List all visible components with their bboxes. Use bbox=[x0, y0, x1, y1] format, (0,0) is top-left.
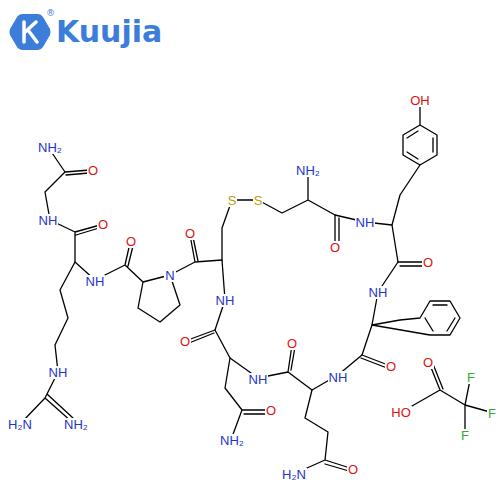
atom-label: O bbox=[265, 404, 277, 417]
atom-label: NH bbox=[248, 373, 269, 386]
registered-mark: ® bbox=[46, 9, 55, 18]
atom-label: O bbox=[422, 356, 434, 369]
atom-label: HO bbox=[390, 406, 412, 419]
atom-label: O bbox=[87, 164, 99, 177]
atom-label: NH bbox=[48, 366, 69, 379]
atom-label: NH₂ bbox=[63, 418, 89, 431]
atom-label: O bbox=[125, 235, 137, 248]
atom-label: NH₂ bbox=[295, 164, 321, 177]
atom-label: F bbox=[460, 429, 470, 442]
atom-label: H₂N bbox=[7, 418, 33, 431]
atom-label: S bbox=[253, 194, 264, 207]
atom-label: O bbox=[385, 360, 397, 373]
atom-label: O bbox=[97, 218, 109, 231]
atom-label: O bbox=[329, 241, 341, 254]
atom-label: O bbox=[179, 335, 191, 348]
atom-label: O bbox=[347, 463, 359, 476]
atom-label: S bbox=[227, 194, 238, 207]
atom-label: O bbox=[422, 256, 434, 269]
atom-label: F bbox=[487, 407, 497, 420]
atom-label: O bbox=[184, 227, 196, 240]
atom-label: F bbox=[466, 371, 476, 384]
bond-lines bbox=[22, 100, 490, 472]
atom-label: NH bbox=[38, 214, 59, 227]
atom-label: NH bbox=[368, 286, 389, 299]
atom-label: NH bbox=[355, 216, 376, 229]
atom-label: NH bbox=[328, 371, 349, 384]
atom-label: OH bbox=[409, 94, 431, 107]
logo-icon bbox=[10, 14, 51, 50]
brand-name: Kuujia bbox=[56, 17, 162, 47]
atom-label: O bbox=[286, 337, 298, 350]
atom-label: NH₂ bbox=[37, 141, 63, 154]
atom-label: H₂N bbox=[281, 468, 307, 481]
atom-label: NH₂ bbox=[219, 434, 245, 447]
atom-label: NH bbox=[85, 275, 106, 288]
atom-label: NH bbox=[215, 294, 236, 307]
atom-label: N bbox=[164, 269, 175, 282]
